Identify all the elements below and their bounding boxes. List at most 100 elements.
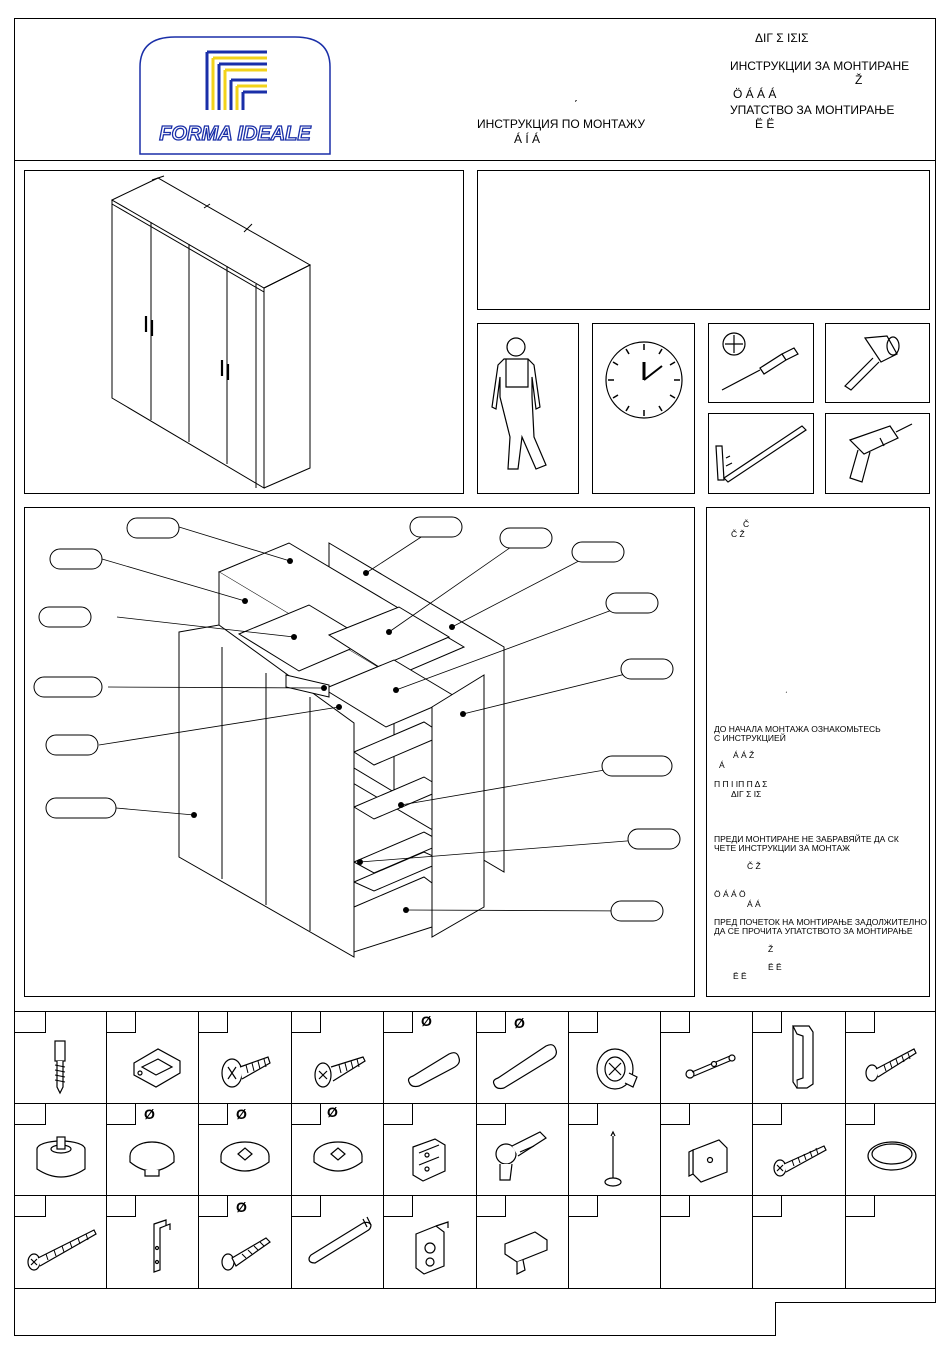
cover-cap-icon (220, 1141, 270, 1172)
cover-cap-icon (313, 1141, 363, 1172)
note-macedonian-2: ДА СЕ ПРОЧИТА УПАТСТВОТО ЗА МОНТИРАЊЕ (714, 926, 913, 936)
part-number-tab (660, 1103, 690, 1125)
grid-col-line (383, 1011, 384, 1288)
part-number-tab (14, 1195, 46, 1217)
part-number-tab (845, 1195, 875, 1217)
part-number-tab (383, 1011, 413, 1033)
part-number-tab (14, 1011, 46, 1033)
part-number-tab (660, 1195, 690, 1217)
note-accent-2: Á (719, 760, 725, 770)
worker-icon (491, 337, 547, 470)
grid-col-line (291, 1011, 292, 1288)
screw-icon (773, 1145, 827, 1177)
part-number-tab (568, 1011, 598, 1033)
note-accent-7: Ë Ë (768, 962, 782, 972)
diameter-symbol: Ø (514, 1015, 525, 1031)
drill-icon (848, 423, 913, 483)
grid-row-line-2 (14, 1195, 936, 1196)
title-russian: ИНСТРУКЦИЯ ПО МОНТАЖУ (477, 117, 645, 131)
cam-lock-icon (596, 1048, 638, 1090)
long-dowel-icon (492, 1044, 557, 1090)
part-number-tab (476, 1011, 506, 1033)
back-plate-icon (688, 1139, 728, 1183)
countersunk-screw-icon (314, 1056, 366, 1088)
round-cap-icon (867, 1141, 917, 1171)
note-bulgarian-2: ЧЕТЕ ИНСТРУКЦИИ ЗА МОНТАЖ (714, 843, 850, 853)
title-bulgarian-sub: Ž (855, 73, 863, 87)
note-mark: ΄ (785, 690, 788, 700)
note-russian-1: ДО НАЧАЛА МОНТАЖА ОЗНАКОМЬТЕСЬ (714, 724, 881, 734)
diameter-symbol: Ø (327, 1104, 338, 1120)
connector-clip-icon (133, 1048, 181, 1088)
hanging-rod-icon (308, 1216, 372, 1264)
flat-screw-icon (221, 1056, 271, 1088)
part-number-tab (198, 1011, 228, 1033)
note-russian-2: С ИНСТРУКЦИЕЙ (714, 733, 786, 743)
grid-top-line (14, 1011, 936, 1012)
note-bulgarian-1: ПРЕДИ МОНТИРАНЕ НЕ ЗАБРАВЯЙТЕ ДА СК (714, 834, 899, 844)
part-number-tab (752, 1011, 782, 1033)
part-number-tab (568, 1103, 598, 1125)
grid-col-line (752, 1011, 753, 1288)
grid-col-line (476, 1011, 477, 1288)
dowel-icon (407, 1052, 460, 1088)
note-accent-1: Á Á Ž (733, 750, 755, 760)
hammer-icon (844, 335, 900, 391)
title-russian-mark: ΄ (574, 98, 578, 112)
note-greek-1: Π Π Ι ΙΠ Π Δ Σ (714, 779, 768, 789)
drill-panel (825, 413, 930, 494)
exploded-view-diagram (33, 516, 681, 958)
grid-col-line (106, 1011, 107, 1288)
part-number-tab (383, 1103, 413, 1125)
part-number-tab (476, 1195, 506, 1217)
confirmat-screw-icon (54, 1040, 66, 1095)
grid-col-line (845, 1011, 846, 1288)
part-number-tab (291, 1103, 321, 1125)
nail-icon (604, 1130, 622, 1187)
cap-icon (129, 1141, 175, 1177)
title-greek: ΔΙΓ Σ ΙΣΙΣ (755, 31, 809, 45)
grid-col-line (198, 1011, 199, 1288)
note-accent-6: Ž (768, 944, 774, 954)
title-macedonian-sub: Ë Ë (755, 117, 775, 131)
adjustable-foot-icon (36, 1136, 86, 1178)
page-frame (14, 18, 936, 1336)
part-number-tab (568, 1195, 598, 1217)
part-number-tab (291, 1011, 321, 1033)
svg-text:FORMA IDEALE: FORMA IDEALE (159, 123, 311, 145)
note-accent-5: Á Á (747, 899, 761, 909)
part-number-tab (845, 1103, 875, 1125)
title-accent-row: Ö Á Á Á (733, 87, 777, 101)
hinge-icon (495, 1131, 547, 1181)
diameter-symbol: Ø (144, 1106, 155, 1122)
long-screw-icon (27, 1229, 97, 1271)
brand-logo: FORMA IDEALE (139, 36, 331, 155)
diameter-symbol: Ø (421, 1013, 432, 1029)
title-macedonian: УПАТСТВО ЗА МОНТИРАЊЕ (730, 103, 895, 117)
part-number-tab (845, 1011, 875, 1033)
wardrobe-illustration (110, 175, 312, 489)
footer-code-box (775, 1302, 936, 1336)
grid-row-line-1 (14, 1103, 936, 1104)
cam-bolt-icon (685, 1054, 736, 1079)
wall-plug-icon (221, 1237, 271, 1271)
part-number-tab (14, 1103, 46, 1125)
grid-col-line (660, 1011, 661, 1288)
hex-key-icon (715, 425, 807, 483)
grid-bottom-line (14, 1288, 936, 1289)
screwdriver-icon (721, 332, 799, 391)
time-panel (592, 323, 695, 494)
title-russian-sub: Á Í Á (514, 132, 541, 146)
clock-icon (605, 341, 683, 419)
note-accent-4: Ö Á Á Ö (714, 889, 746, 899)
product-preview-panel (24, 170, 464, 494)
part-number-tab (106, 1195, 136, 1217)
instructions-note-panel (706, 507, 930, 997)
part-number-tab (198, 1195, 228, 1217)
note-greek-2: ΔΙΓ Σ ΙΣ (731, 789, 762, 799)
part-number-tab (106, 1011, 136, 1033)
model-info-panel (477, 170, 930, 310)
part-number-tab (198, 1103, 228, 1125)
handle-icon (792, 1025, 814, 1089)
header-divider (14, 160, 936, 161)
